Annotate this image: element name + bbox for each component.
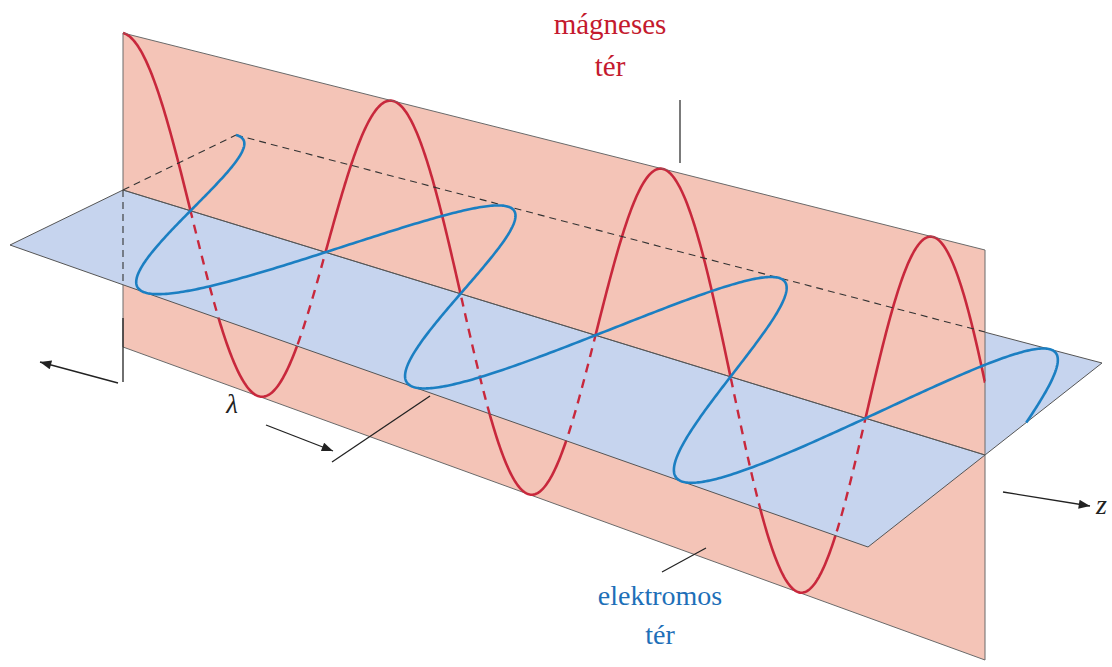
hidden-edge	[122, 190, 123, 285]
axis-label: z	[1096, 490, 1107, 521]
magnetic-plane	[123, 33, 985, 455]
field-label: elektromos tér	[580, 576, 740, 654]
field-label: mágneses tér	[535, 3, 685, 87]
plane-intersection	[123, 190, 985, 455]
dimension-arrow	[40, 362, 118, 383]
wavelength-symbol: λ	[226, 390, 238, 420]
leader-line	[679, 100, 680, 163]
leader-line	[662, 548, 706, 572]
electric-wave	[136, 135, 1058, 483]
dimension-arrow	[266, 425, 333, 451]
extension-line	[122, 318, 123, 382]
extension-line	[332, 396, 430, 462]
magnetic-wave	[123, 33, 985, 593]
axis-arrow	[1003, 492, 1090, 506]
magnetic-wave-hidden	[123, 33, 985, 593]
hidden-edge	[236, 135, 985, 332]
